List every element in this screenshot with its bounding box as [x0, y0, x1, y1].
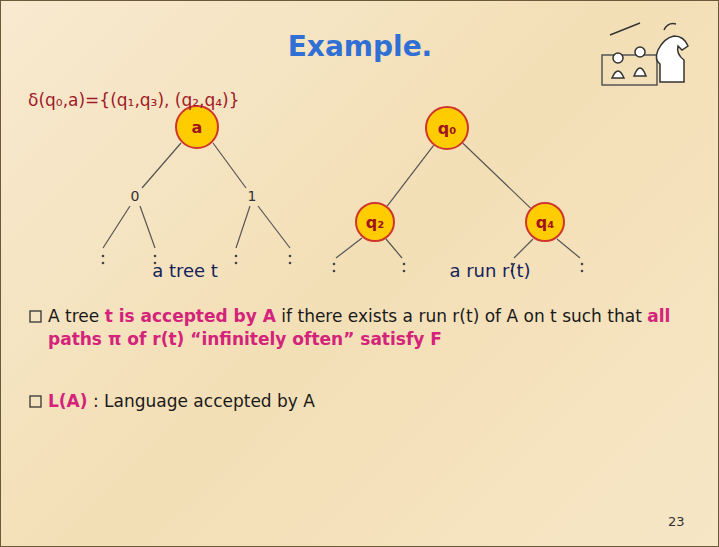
- slide-title: Example.: [288, 30, 433, 63]
- run-caption: a run r(t): [449, 260, 530, 281]
- tree-caption: a tree t: [152, 260, 218, 281]
- node-label: q₀: [438, 119, 456, 138]
- tree-node-circle: a: [175, 105, 219, 149]
- body-text: if there exists a run r(t) of A on t suc…: [281, 306, 641, 326]
- tree-node-circle: q₂: [355, 202, 395, 242]
- bullet-text: L(A) : Language accepted by A: [48, 390, 688, 413]
- tree-node-label: 1: [248, 188, 257, 204]
- transition-formula: δ(q₀,a)={(q₁,q₃), (q₂,q₄)}: [28, 90, 240, 110]
- page-number: 23: [668, 514, 685, 529]
- node-label: q₂: [366, 213, 384, 232]
- highlighted-text: t is accepted by A: [105, 306, 276, 326]
- bullet-text: A tree t is accepted by A if there exist…: [48, 305, 688, 351]
- tree-edge: [387, 145, 433, 206]
- node-label: a: [192, 118, 203, 137]
- tree-node-circle: q₀: [425, 106, 469, 150]
- tree-lines: [103, 143, 580, 258]
- tree-node-label: 0: [131, 188, 140, 204]
- node-label: q₄: [536, 213, 554, 232]
- highlighted-text: L(A): [48, 391, 88, 411]
- chess-icon: [602, 23, 688, 85]
- body-text: : Language accepted by A: [93, 391, 315, 411]
- body-text: A tree: [48, 306, 99, 326]
- tree-edge: [463, 143, 531, 208]
- bullet-box: [30, 311, 41, 407]
- tree-node-circle: q₄: [525, 202, 565, 242]
